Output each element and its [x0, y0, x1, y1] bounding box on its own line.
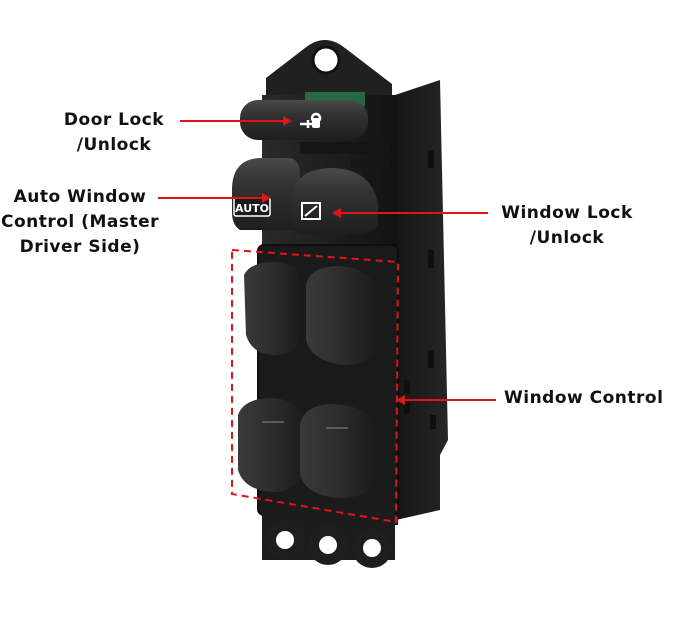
- auto-window-label-line-2: Control (Master: [0, 212, 159, 232]
- window-lock-label: Window Lock /Unlock: [492, 201, 642, 251]
- door-lock-label-line-2: /Unlock: [76, 135, 152, 155]
- window-control-label-line-1: Window Control: [504, 388, 664, 408]
- auto-window-label-line-1: Auto Window: [13, 187, 147, 207]
- door-lock-label: Door Lock /Unlock: [52, 108, 176, 158]
- window-switch-rear-right: [300, 404, 378, 498]
- window-control-switches: [238, 262, 378, 498]
- upper-switches: AUTO: [232, 158, 378, 234]
- housing-side: [395, 80, 448, 520]
- side-ribs: [404, 150, 436, 429]
- window-switch-front-right: [306, 266, 378, 365]
- auto-window-label-line-3: Driver Side): [19, 237, 141, 257]
- window-control-highlight: [231, 248, 400, 524]
- mounting-hole: [311, 45, 341, 75]
- bottom-connector: [262, 505, 395, 568]
- window-lock-label-line-1: Window Lock: [501, 203, 633, 223]
- auto-button-text: AUTO: [235, 202, 269, 215]
- door-lock-label-line-1: Door Lock: [63, 110, 165, 130]
- window-lock-icon: [301, 202, 321, 220]
- door-lock-switch: [240, 92, 390, 168]
- window-control-label: Window Control: [504, 386, 676, 411]
- callout-arrowheads: [262, 116, 405, 405]
- auto-window-label: Auto Window Control (Master Driver Side): [0, 185, 160, 260]
- window-switch-rear-left: [238, 398, 306, 492]
- window-lock-label-line-2: /Unlock: [529, 228, 605, 248]
- callout-lines: [158, 120, 496, 401]
- window-switch-front-left: [244, 262, 302, 355]
